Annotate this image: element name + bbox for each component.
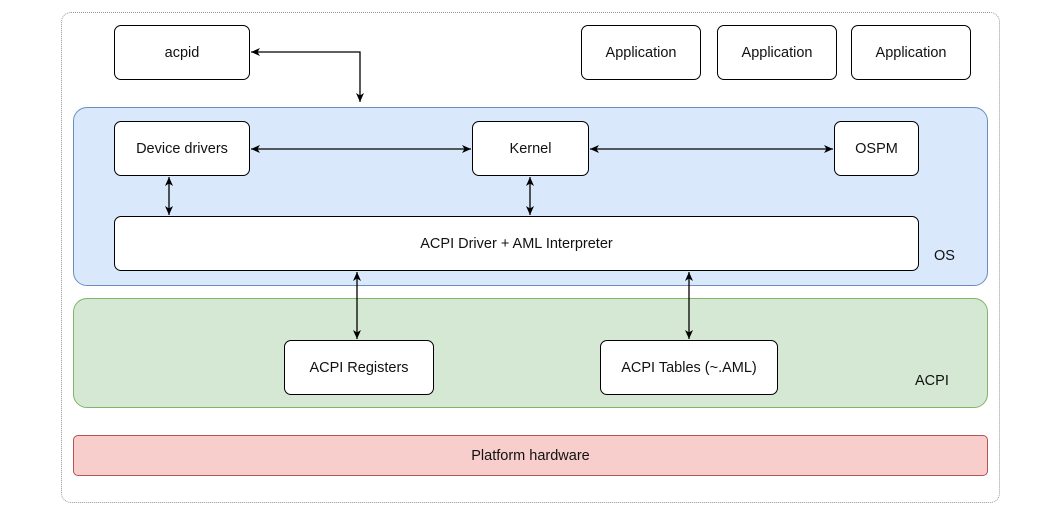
device-drivers-box: Device drivers bbox=[114, 121, 250, 176]
acpid-box: acpid bbox=[114, 25, 250, 80]
application-box-3: Application bbox=[851, 25, 971, 80]
application-box-1: Application bbox=[581, 25, 701, 80]
acpi-label: ACPI bbox=[915, 373, 949, 389]
os-label: OS bbox=[934, 248, 955, 264]
acpid-os-arrow bbox=[251, 48, 364, 102]
acpi-region bbox=[73, 298, 988, 408]
platform-hardware-bar: Platform hardware bbox=[73, 435, 988, 476]
acpi-tables-box: ACPI Tables (~.AML) bbox=[600, 340, 778, 395]
application-box-2: Application bbox=[717, 25, 837, 80]
kernel-box: Kernel bbox=[472, 121, 589, 176]
acpi-driver-box: ACPI Driver + AML Interpreter bbox=[114, 216, 919, 271]
acpi-registers-box: ACPI Registers bbox=[284, 340, 434, 395]
outer-container bbox=[61, 12, 1000, 503]
ospm-box: OSPM bbox=[834, 121, 919, 176]
